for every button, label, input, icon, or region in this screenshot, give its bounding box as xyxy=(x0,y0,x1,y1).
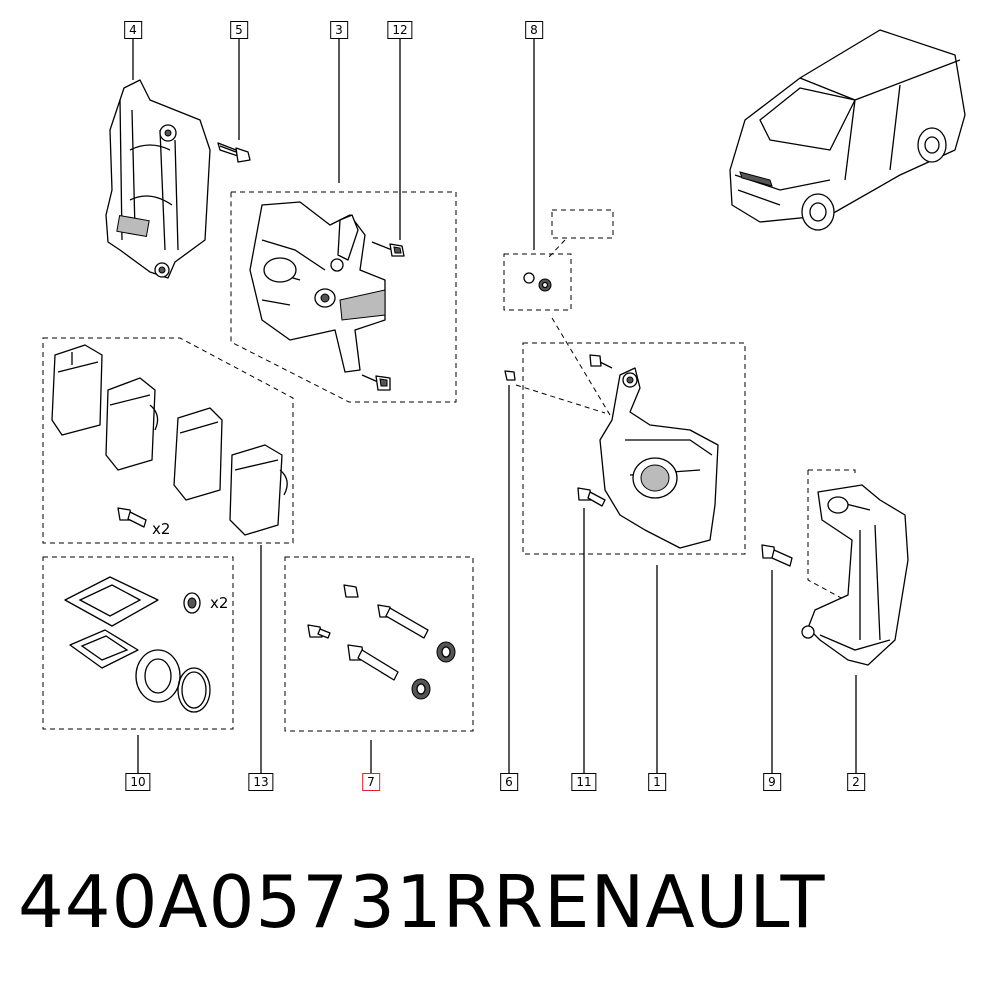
brand-name: RENAULT xyxy=(493,860,826,944)
callout-2[interactable]: 2 xyxy=(847,773,865,791)
callout-1[interactable]: 1 xyxy=(648,773,666,791)
caliper-carrier-bracket-left xyxy=(105,79,211,279)
group-boxes xyxy=(42,191,856,732)
callout-10[interactable]: 10 xyxy=(125,773,151,791)
van-illustration xyxy=(729,29,966,231)
bolt-11 xyxy=(577,487,606,507)
callout-8[interactable]: 8 xyxy=(525,21,543,39)
nut-6 xyxy=(504,370,516,381)
part-number: 440A05731R xyxy=(18,860,494,944)
callout-6[interactable]: 6 xyxy=(500,773,518,791)
piston-seal-kit xyxy=(64,576,211,713)
pad-bolt-quantity: x2 xyxy=(152,520,171,538)
caliper-assembly xyxy=(249,201,386,373)
callout-11[interactable]: 11 xyxy=(571,773,597,791)
callout-3[interactable]: 3 xyxy=(330,21,348,39)
callout-13[interactable]: 13 xyxy=(248,773,274,791)
brake-pads xyxy=(51,344,288,536)
bracket-bolt-5 xyxy=(217,142,251,163)
seal-kit-quantity: x2 xyxy=(210,594,229,612)
bolt-9 xyxy=(761,544,793,567)
brake-caliper-right xyxy=(589,354,719,549)
leader-lines xyxy=(132,38,857,773)
callout-4[interactable]: 4 xyxy=(124,21,142,39)
caliper-guide-bolts-12 xyxy=(361,241,405,391)
guide-pin-kit xyxy=(307,584,456,700)
pad-bolt xyxy=(117,507,147,528)
callout-9[interactable]: 9 xyxy=(763,773,781,791)
bleeder-screw-kit xyxy=(523,272,552,292)
caliper-carrier-bracket-right xyxy=(801,484,909,666)
callout-5[interactable]: 5 xyxy=(230,21,248,39)
callout-12[interactable]: 12 xyxy=(387,21,413,39)
callout-7-highlighted[interactable]: 7 xyxy=(362,773,380,791)
